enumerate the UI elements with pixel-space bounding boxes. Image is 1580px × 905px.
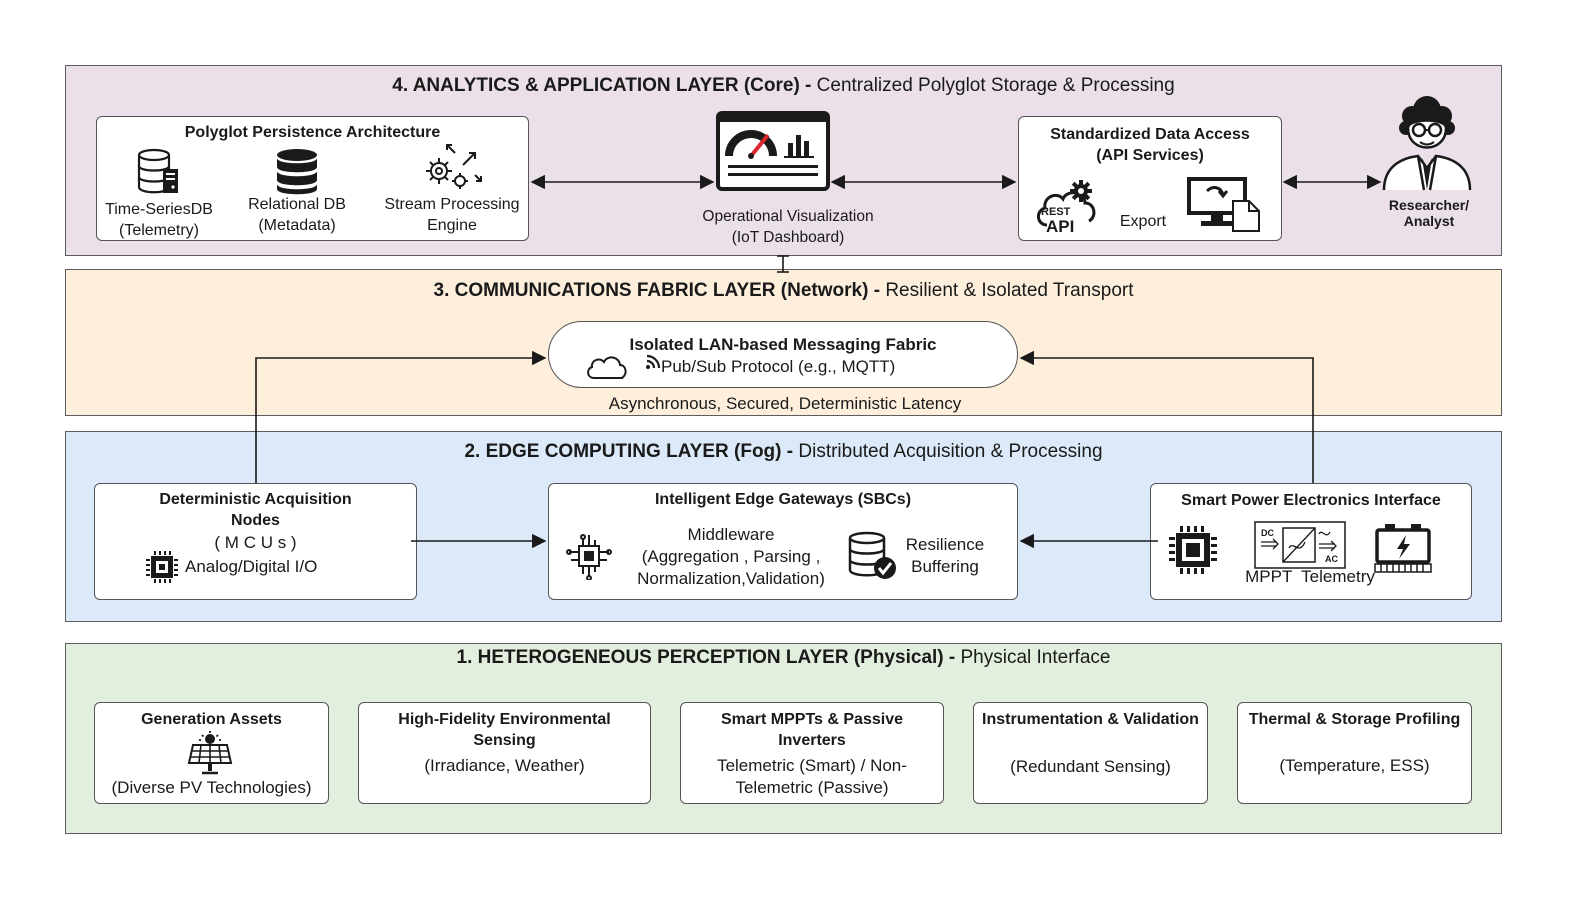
svg-text:REST: REST xyxy=(1041,206,1071,218)
fabric-title: Isolated LAN-based Messaging Fabric xyxy=(629,335,937,354)
researcher-label: Researcher/Analyst xyxy=(1388,197,1470,229)
api-title: Standardized Data Access(API Services) xyxy=(1050,126,1250,164)
fabric-protocol: Pub/Sub Protocol (e.g., MQTT) xyxy=(661,357,896,376)
analog-digital-io: Analog/Digital I/O xyxy=(185,557,318,576)
polyglot-persistence-box: Polyglot Persistence Architecture Time-S… xyxy=(96,116,529,241)
api-services-box: Standardized Data Access(API Services) R… xyxy=(1018,116,1282,241)
export-label: Export xyxy=(1119,213,1167,230)
thermal-storage-box[interactable]: Thermal & Storage Profiling (Temperature… xyxy=(1237,702,1472,804)
layer1-title: 1. HETEROGENEOUS PERCEPTION LAYER (Physi… xyxy=(456,647,1111,668)
researcher-avatar-icon xyxy=(1382,96,1472,191)
time-series-db-icon xyxy=(137,148,178,194)
layer2-title: 2. EDGE COMPUTING LAYER (Fog) - Distribu… xyxy=(464,441,1103,462)
svg-text:DC: DC xyxy=(1261,528,1274,538)
circuit-processor-icon xyxy=(566,534,612,580)
gateway-title: Intelligent Edge Gateways (SBCs) xyxy=(654,491,912,508)
dc-ac-converter-icon: DC AC xyxy=(1254,521,1346,569)
mppt-desc: Telemetric (Smart) / Non-Telemetric (Pas… xyxy=(717,756,907,797)
stream-gears-icon xyxy=(426,144,482,189)
power-electronics-box: Smart Power Electronics Interface DC AC … xyxy=(1150,483,1472,600)
polyglot-title: Polyglot Persistence Architecture xyxy=(184,124,441,141)
layer3-title: 3. COMMUNICATIONS FABRIC LAYER (Network)… xyxy=(433,280,1134,301)
layer4-title: 4. ANALYTICS & APPLICATION LAYER (Core) … xyxy=(392,75,1175,96)
power-chip-icon xyxy=(1169,526,1217,574)
mppt-telemetry-label: MPPT Telemetry xyxy=(1245,567,1375,586)
rest-api-cloud-icon[interactable]: REST API xyxy=(1033,179,1103,235)
instr-title: Instrumentation & Validation xyxy=(982,711,1199,728)
env-desc: (Irradiance, Weather) xyxy=(424,756,585,775)
svg-text:AC: AC xyxy=(1325,554,1338,564)
instrumentation-box[interactable]: Instrumentation & Validation (Redundant … xyxy=(973,702,1208,804)
mcu-chip-icon xyxy=(146,551,178,583)
fabric-caption: Asynchronous, Secured, Deterministic Lat… xyxy=(608,394,962,413)
dashboard-label: Operational Visualization(IoT Dashboard) xyxy=(702,208,874,246)
resilience-db-check-icon xyxy=(848,531,896,579)
relational-db-icon xyxy=(277,149,317,195)
mcus-label: ( M C U s ) xyxy=(214,533,297,552)
battery-icon xyxy=(1374,524,1432,573)
relational-db-label: Relational DB(Metadata) xyxy=(248,196,346,234)
generation-assets-box[interactable]: Generation Assets (Diverse PV Technologi… xyxy=(94,702,329,804)
power-title: Smart Power Electronics Interface xyxy=(1181,492,1441,509)
edge-gateways-box: Intelligent Edge Gateways (SBCs) Middlew… xyxy=(548,483,1018,600)
cloud-icon xyxy=(587,356,627,379)
thermal-desc: (Temperature, ESS) xyxy=(1279,756,1430,775)
messaging-fabric-pill[interactable]: Isolated LAN-based Messaging Fabric Pub/… xyxy=(548,321,1018,388)
export-screen-icon[interactable] xyxy=(1187,177,1263,233)
svg-text:API: API xyxy=(1046,217,1074,235)
middleware-label: Middleware(Aggregation , Parsing ,Normal… xyxy=(637,525,825,588)
thermal-title: Thermal & Storage Profiling xyxy=(1248,711,1461,728)
instr-desc: (Redundant Sensing) xyxy=(1010,757,1171,776)
gen-title: Generation Assets xyxy=(141,711,282,728)
tsdb-label: Time-SeriesDB(Telemetry) xyxy=(105,201,213,239)
solar-panel-icon xyxy=(187,731,233,775)
iot-dashboard-icon[interactable] xyxy=(716,111,830,191)
wifi-signal-icon xyxy=(646,354,661,369)
gen-desc: (Diverse PV Technologies) xyxy=(111,778,312,797)
